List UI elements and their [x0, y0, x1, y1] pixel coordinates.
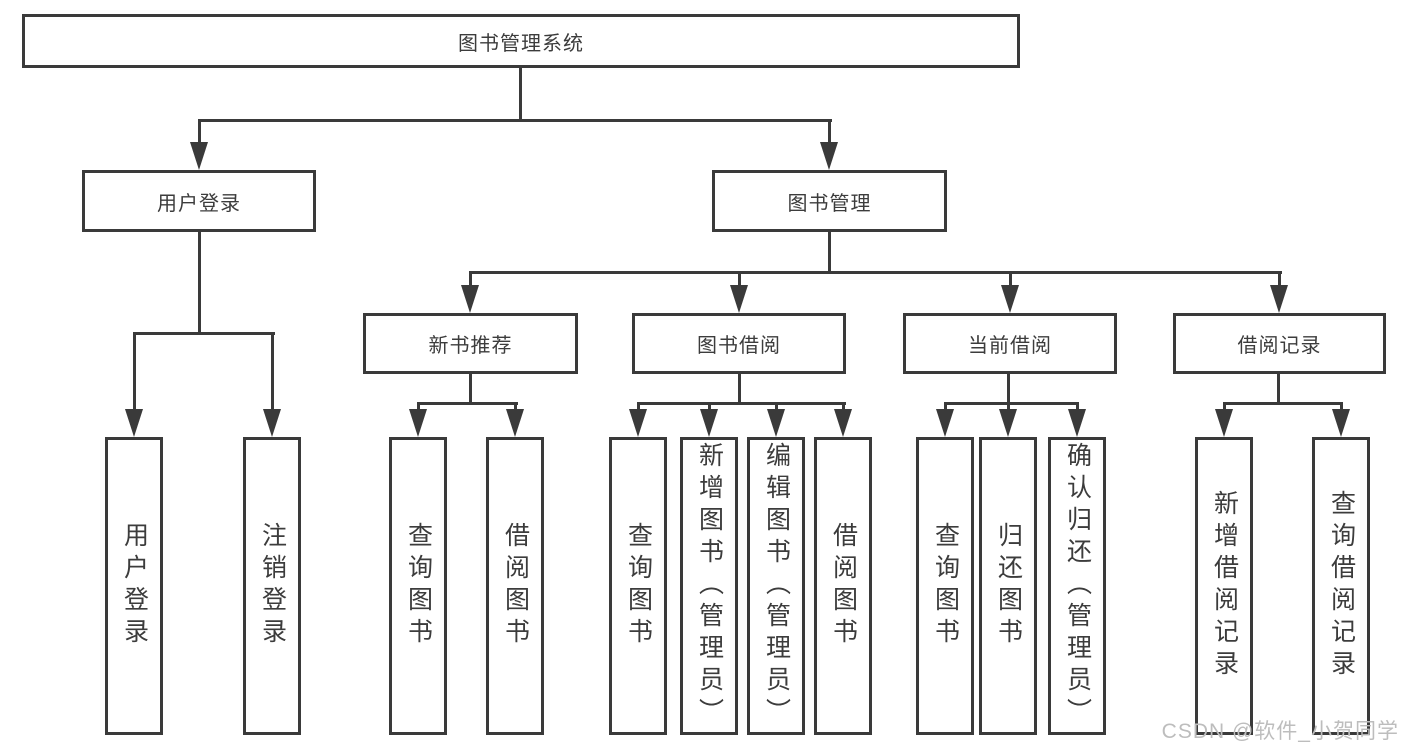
arrowhead-current-search [936, 409, 954, 437]
node-user-login: 用户登录 [82, 170, 316, 232]
leaf-record-add: 新增借阅记录 [1195, 437, 1253, 735]
arrowhead-record [1270, 285, 1288, 313]
arrowhead-current [1001, 285, 1019, 313]
leaf-newbook-search-label: 查询图书 [404, 522, 433, 650]
connector-current-shaft-3 [1076, 402, 1079, 414]
leaf-record-add-label: 新增借阅记录 [1210, 490, 1239, 682]
arrowhead-book-mgmt [820, 142, 838, 170]
arrowhead-record-add [1215, 409, 1233, 437]
leaf-current-confirm-label: 确认归还（管理员） [1063, 442, 1092, 730]
connector-userlogin-stub [198, 232, 201, 335]
node-root: 图书管理系统 [22, 14, 1020, 68]
node-user-login-label: 用户登录 [157, 192, 241, 215]
connector-record-shaft-2 [1340, 402, 1343, 414]
connector-userlogin-shaft-2 [271, 332, 274, 412]
leaf-current-confirm: 确认归还（管理员） [1048, 437, 1106, 735]
connector-borrow-shaft-3 [775, 402, 778, 414]
connector-userlogin-shaft-1 [133, 332, 136, 412]
node-current-label: 当前借阅 [968, 335, 1052, 357]
connector-bookmgmt-shaft-4 [1278, 271, 1281, 289]
leaf-newbook-borrow-label: 借阅图书 [501, 522, 530, 650]
connector-borrow-shaft-4 [842, 402, 845, 414]
leaf-current-search: 查询图书 [916, 437, 974, 735]
leaf-logout: 注销登录 [243, 437, 301, 735]
node-book-mgmt-label: 图书管理 [787, 192, 872, 215]
arrowhead-current-return [999, 409, 1017, 437]
connector-newbook-stub [469, 374, 472, 405]
arrowhead-newbook-borrow [506, 409, 524, 437]
node-current: 当前借阅 [903, 313, 1117, 374]
connector-bookmgmt-shaft-1 [469, 271, 472, 289]
connector-userlogin-rail [133, 332, 275, 335]
node-borrow: 图书借阅 [632, 313, 846, 374]
arrowhead-user-login [190, 142, 208, 170]
leaf-user-login-label: 用户登录 [120, 522, 149, 650]
leaf-borrow-search-label: 查询图书 [624, 522, 653, 650]
connector-root-stub [519, 68, 522, 121]
leaf-current-search-label: 查询图书 [931, 522, 960, 650]
arrowhead-leaf-user-login [125, 409, 143, 437]
arrowhead-newbook [461, 285, 479, 313]
connector-bookmgmt-stub [828, 232, 831, 274]
node-newbook-label: 新书推荐 [428, 335, 513, 357]
connector-root-shaft-right [828, 119, 831, 145]
arrowhead-current-confirm [1068, 409, 1086, 437]
connector-current-stub [1007, 374, 1010, 405]
leaf-user-login: 用户登录 [105, 437, 163, 735]
connector-borrow-rail [637, 402, 846, 405]
leaf-newbook-borrow: 借阅图书 [486, 437, 544, 735]
leaf-borrow-add: 新增图书（管理员） [680, 437, 738, 735]
connector-current-shaft-2 [1007, 402, 1010, 414]
connector-newbook-rail [417, 402, 518, 405]
connector-bookmgmt-shaft-3 [1009, 271, 1012, 289]
arrowhead-borrow [730, 285, 748, 313]
leaf-borrow-edit: 编辑图书（管理员） [747, 437, 805, 735]
arrowhead-borrow-edit [767, 409, 785, 437]
connector-root-shaft-left [198, 119, 201, 145]
connector-record-shaft-1 [1223, 402, 1226, 414]
connector-current-rail [944, 402, 1079, 405]
watermark: CSDN @软件_小贺同学 [1161, 720, 1399, 743]
arrowhead-borrow-borrow [834, 409, 852, 437]
connector-bookmgmt-rail [469, 271, 1282, 274]
node-borrow-label: 图书借阅 [697, 335, 781, 357]
leaf-current-return-label: 归还图书 [994, 522, 1023, 650]
connector-borrow-shaft-2 [708, 402, 711, 414]
arrowhead-borrow-search [629, 409, 647, 437]
leaf-record-search-label: 查询借阅记录 [1327, 490, 1356, 682]
arrowhead-newbook-search [409, 409, 427, 437]
connector-borrow-stub [738, 374, 741, 405]
leaf-record-search: 查询借阅记录 [1312, 437, 1370, 735]
connector-borrow-shaft-1 [637, 402, 640, 414]
leaf-borrow-edit-label: 编辑图书（管理员） [762, 442, 791, 730]
leaf-borrow-search: 查询图书 [609, 437, 667, 735]
leaf-current-return: 归还图书 [979, 437, 1037, 735]
connector-bookmgmt-shaft-2 [738, 271, 741, 289]
node-book-mgmt: 图书管理 [712, 170, 947, 232]
connector-root-rail [198, 119, 832, 122]
connector-record-stub [1277, 374, 1280, 405]
arrowhead-leaf-logout [263, 409, 281, 437]
connector-newbook-shaft-1 [417, 402, 420, 414]
node-root-label: 图书管理系统 [458, 32, 584, 55]
leaf-borrow-add-label: 新增图书（管理员） [695, 442, 724, 730]
node-record-label: 借阅记录 [1237, 335, 1322, 357]
arrowhead-borrow-add [700, 409, 718, 437]
leaf-newbook-search: 查询图书 [389, 437, 447, 735]
leaf-logout-label: 注销登录 [258, 522, 287, 650]
node-record: 借阅记录 [1173, 313, 1386, 374]
leaf-borrow-borrow: 借阅图书 [814, 437, 872, 735]
connector-current-shaft-1 [944, 402, 947, 414]
connector-record-rail [1223, 402, 1343, 405]
leaf-borrow-borrow-label: 借阅图书 [829, 522, 858, 650]
connector-newbook-shaft-2 [514, 402, 517, 414]
node-newbook: 新书推荐 [363, 313, 578, 374]
arrowhead-record-search [1332, 409, 1350, 437]
